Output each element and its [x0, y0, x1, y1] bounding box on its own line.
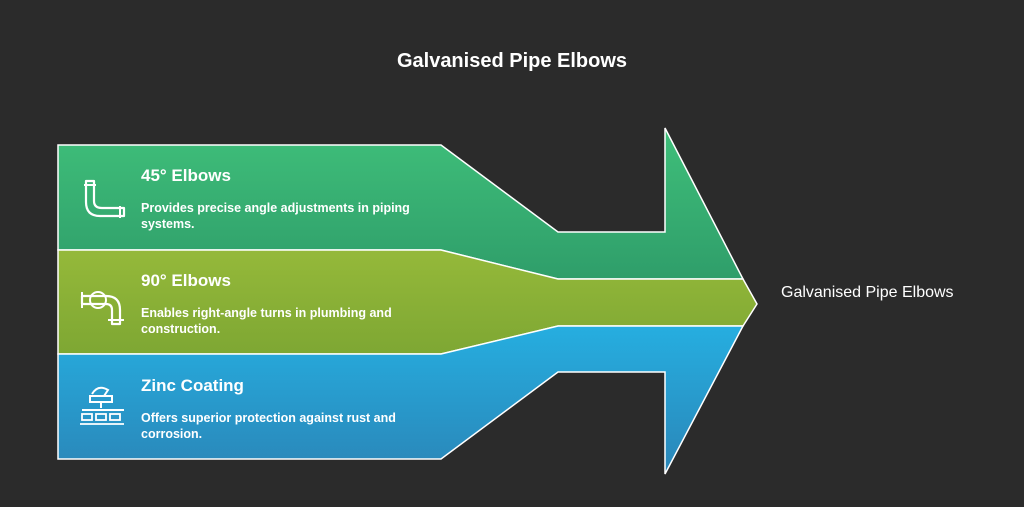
band-zinc-text: Zinc Coating Offers superior protection …: [141, 376, 441, 442]
elbow-90-icon: [80, 291, 124, 326]
band-description: Offers superior protection against rust …: [141, 411, 396, 441]
band-description: Enables right-angle turns in plumbing an…: [141, 306, 392, 336]
band-zinc-coating: [57, 325, 745, 475]
elbow-45-icon: [84, 179, 126, 218]
diagram-title: Galvanised Pipe Elbows: [396, 50, 628, 72]
band-heading: Zinc Coating: [141, 376, 244, 395]
zinc-coating-icon: [80, 386, 124, 425]
band-heading: 90° Elbows: [141, 271, 231, 290]
band-90-text: 90° Elbows Enables right-angle turns in …: [141, 271, 441, 337]
band-description: Provides precise angle adjustments in pi…: [141, 201, 410, 231]
band-heading: 45° Elbows: [141, 166, 231, 185]
band-45-text: 45° Elbows Provides precise angle adjust…: [141, 166, 441, 232]
arrow-target-label: Galvanised Pipe Elbows: [781, 284, 954, 301]
